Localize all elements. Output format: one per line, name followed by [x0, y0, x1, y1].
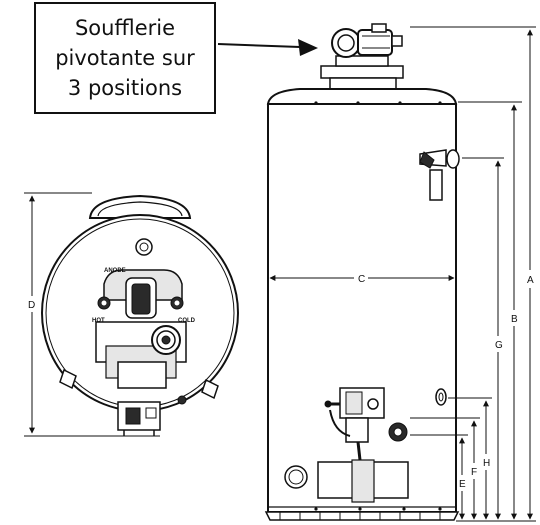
tank-body: [267, 103, 457, 513]
relief-fitting-right: [201, 378, 219, 400]
blower-callout-box: Soufflerie pivotante sur 3 positions: [34, 2, 216, 114]
tank-base: [264, 511, 460, 521]
dimension-labels: A B C D E F G H: [28, 274, 534, 490]
label-h: H: [483, 458, 490, 469]
label-cold: COLD: [178, 318, 196, 324]
label-b: B: [511, 314, 518, 325]
anode-fitting: [135, 238, 153, 256]
label-f: F: [471, 467, 477, 478]
label-g: G: [495, 340, 503, 351]
top-view: [41, 194, 239, 436]
vent-hood: [88, 194, 192, 219]
top-cap: [266, 88, 458, 105]
label-d: D: [28, 300, 35, 311]
side-view: [264, 23, 460, 521]
callout-line-2: pivotante sur: [55, 46, 195, 70]
gas-control-valve: [324, 387, 447, 471]
label-e: E: [459, 479, 466, 490]
flue-assembly: [95, 269, 187, 389]
top-view-gas-control: [117, 401, 161, 436]
label-c: C: [358, 274, 365, 285]
top-view-labels: ANODE HOT COLD: [92, 268, 196, 324]
burner-door: [284, 459, 409, 503]
label-anode: ANODE: [104, 268, 126, 274]
callout-line-3: 3 positions: [67, 76, 183, 100]
label-hot: HOT: [92, 318, 105, 324]
dimension-d: [24, 192, 160, 437]
dimension-lines-right: [410, 26, 536, 522]
blower-unit: [320, 23, 404, 91]
label-a: A: [527, 275, 534, 286]
relief-valve: [419, 149, 460, 201]
drain-fitting-left: [59, 368, 77, 390]
callout-line-1: Soufflerie: [74, 16, 176, 40]
callout-arrow: [217, 39, 318, 56]
